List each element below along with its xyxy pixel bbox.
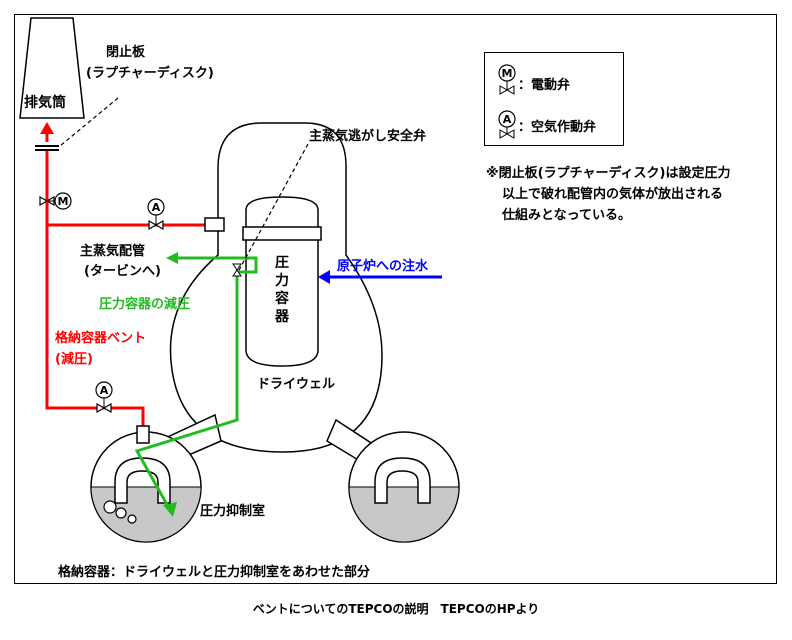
containment-vent-sub-label: (減圧) <box>55 352 93 367</box>
water-injection-label: 原子炉への注水 <box>337 259 429 274</box>
exhaust-stack-label: 排気筒 <box>24 95 66 111</box>
legend-air-letter: A <box>503 113 512 126</box>
safety-valve-label: 主蒸気逃がし安全弁 <box>309 129 427 144</box>
drywell-nozzle <box>204 217 225 232</box>
legend-motor-label: ：電動弁 <box>518 78 571 93</box>
suppression-chamber-label: 圧力抑制室 <box>200 504 266 519</box>
main-steam-pipe-label: 主蒸気配管 <box>80 244 146 259</box>
suppression-water-left <box>90 486 202 543</box>
containment-vent-label: 格納容器ベント <box>55 331 147 346</box>
figure-caption: ベントについてのTEPCOの説明 TEPCOのHPより <box>252 602 540 616</box>
pressure-vessel-flange <box>242 226 322 241</box>
rupture-disk-label: 閉止板 <box>106 45 146 60</box>
bubble <box>127 514 137 524</box>
note-line-1: ※閉止板(ラプチャーディスク)は設定圧力 <box>486 166 731 181</box>
rupture-disk-sub-label: (ラプチャーディスク) <box>86 66 214 81</box>
motor-valve <box>39 192 72 210</box>
safety-relief-valve <box>232 263 242 277</box>
suppression-nozzle <box>136 425 150 444</box>
legend-motor-letter: M <box>502 67 513 80</box>
legend-air-symbol <box>498 110 516 139</box>
suppression-arch-right <box>374 457 431 504</box>
rupture-disk-pointer <box>59 97 119 147</box>
main-steam-arrow-head <box>166 252 178 264</box>
main-steam-pipe-sub-label: (タービンへ) <box>84 264 161 279</box>
legend-motor-symbol <box>498 64 516 95</box>
suppression-arch-left <box>114 457 171 504</box>
injection-arrow-head <box>318 270 330 284</box>
exhaust-stack <box>19 17 85 119</box>
air-valve-lower <box>95 381 113 414</box>
legend-air-label: ：空気作動弁 <box>518 120 597 135</box>
suppression-water-right <box>348 486 460 543</box>
pressure-vessel-label: 圧力容器 <box>275 255 289 325</box>
safety-valve-pointer <box>237 143 309 273</box>
note-line-3: 仕組みとなっている。 <box>502 208 631 223</box>
containment-definition: 格納容器：ドライウェルと圧力抑制室をあわせた部分 <box>58 565 371 580</box>
air-valve-letter: A <box>152 201 161 214</box>
valve-legend <box>484 52 624 146</box>
depressurization-label: 圧力容器の減圧 <box>99 297 191 312</box>
air-valve-upper <box>147 198 165 231</box>
note-line-2: 以上で破れ配管内の気体が放出される <box>502 187 724 202</box>
drywell-label: ドライウェル <box>257 377 336 392</box>
air-valve-letter: A <box>100 384 109 397</box>
motor-valve-letter: M <box>58 195 69 208</box>
depressurization-arrow-head <box>163 502 177 517</box>
bubble <box>103 500 117 514</box>
exhaust-arrow-head <box>40 122 54 134</box>
vent-line <box>45 150 145 428</box>
bubble <box>115 507 127 519</box>
diagram-frame <box>14 14 777 584</box>
